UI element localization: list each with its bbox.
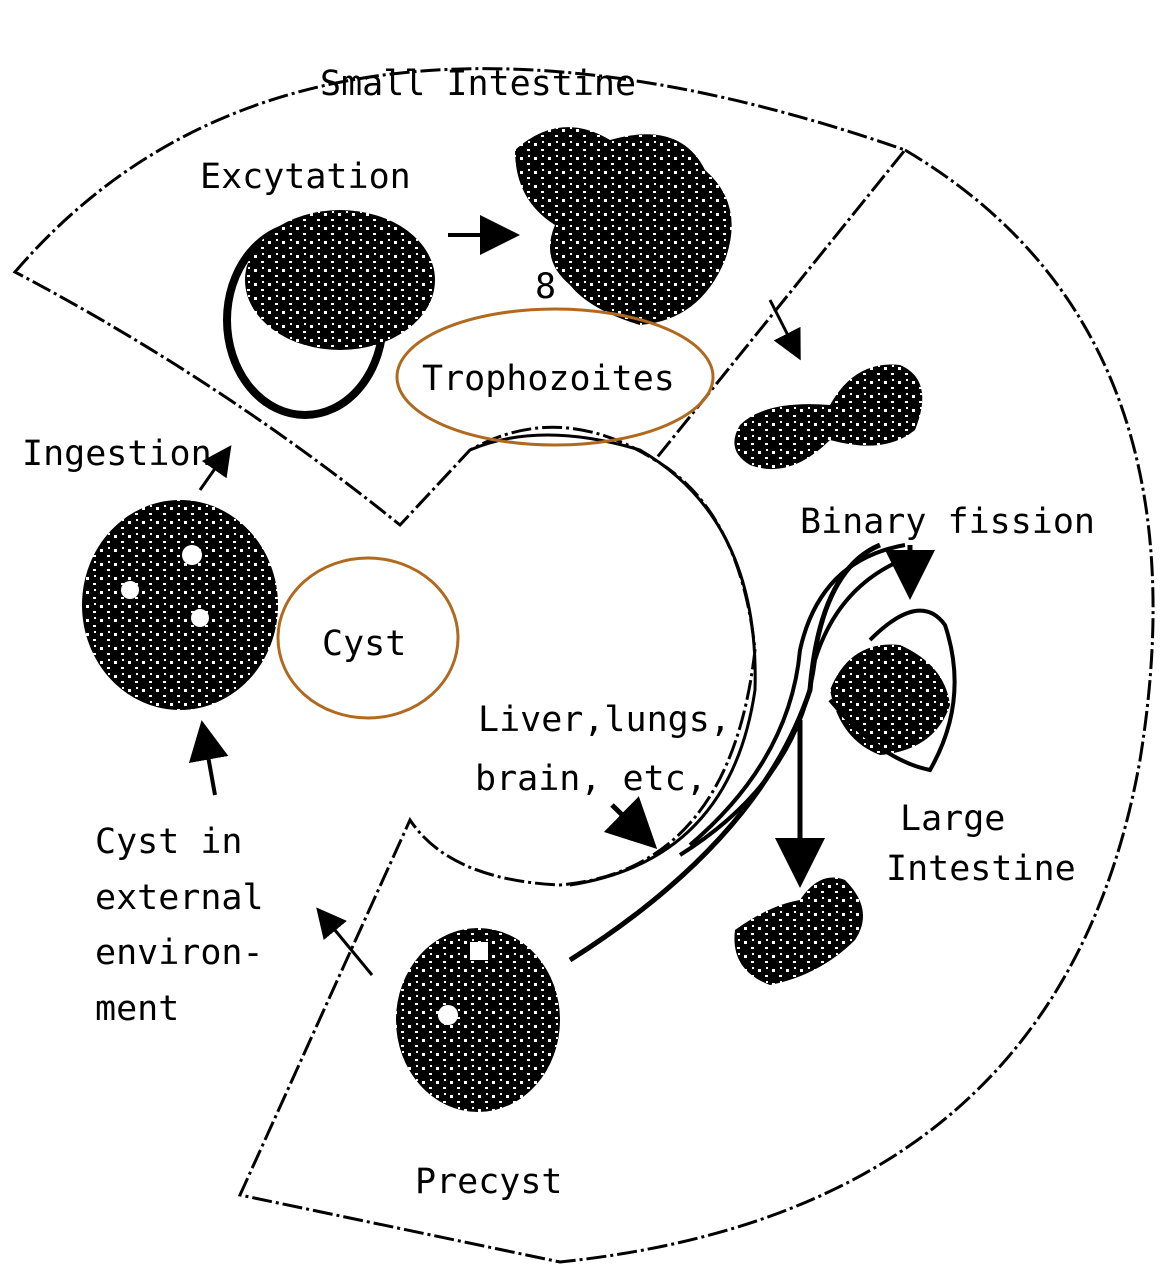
cyst-nucleus: [191, 609, 209, 627]
cyst-nucleus: [121, 581, 139, 599]
label-large: Large: [900, 799, 1005, 839]
label-external-line4: ment: [95, 989, 179, 1029]
precyst-exit-arrow: [320, 912, 372, 975]
host-circle: [470, 435, 755, 885]
label-small-intestine: Small Intestine: [320, 64, 636, 104]
label-cyst: Cyst: [322, 624, 406, 664]
label-precyst: Precyst: [415, 1162, 563, 1202]
fission-arrow: [770, 300, 798, 355]
lower-trophozoite: [734, 878, 863, 986]
label-liver-line1: Liver,lungs,: [478, 700, 731, 740]
label-binary-fission: Binary fission: [800, 502, 1095, 542]
label-external-line3: environ-: [95, 933, 264, 973]
label-excytation: Excytation: [200, 157, 411, 197]
precyst-nucleus: [438, 1005, 458, 1025]
cyst-circle: [82, 500, 278, 710]
excysting-cyst: [245, 210, 435, 350]
liver-arrow: [612, 805, 650, 842]
dividing-trophozoite: [734, 365, 922, 470]
precyst-vacuole: [470, 942, 488, 960]
label-ingestion: Ingestion: [22, 434, 212, 474]
label-external-line2: external: [95, 878, 264, 918]
label-liver-line2: brain, etc,: [475, 759, 707, 799]
label-eight: 8: [535, 267, 556, 307]
label-trophozoites: Trophozoites: [422, 359, 675, 399]
label-intestine: Intestine: [886, 849, 1076, 889]
large-intestine-trophozoite: [830, 645, 950, 755]
external-cyst-arrow: [203, 728, 215, 795]
label-external-line1: Cyst in: [95, 822, 243, 862]
cyst-nucleus: [182, 545, 202, 565]
